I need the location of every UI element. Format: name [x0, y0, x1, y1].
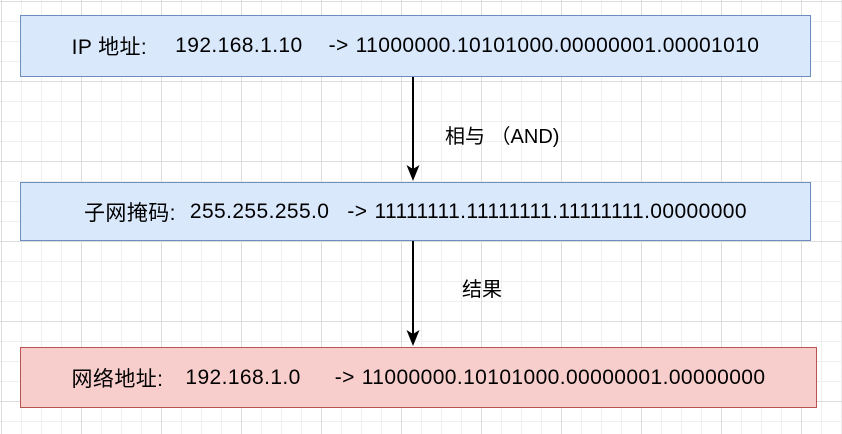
network-address-box: 网络地址: 192.168.1.0 -> 11000000.10101000.0… [20, 347, 817, 408]
subnet-mask-label: 子网掩码: [84, 201, 176, 225]
network-address-binary: 11000000.10101000.00000001.00000000 [361, 365, 766, 389]
ip-address-binary: 11000000.10101000.00000001.00001010 [355, 34, 760, 57]
ip-address-label: IP 地址: [71, 36, 148, 59]
mapping-arrow-text: -> [334, 365, 355, 389]
result-label: 结果 [462, 279, 502, 301]
ip-address-box: IP 地址: 192.168.1.10 -> 11000000.10101000… [20, 15, 811, 77]
mapping-arrow-text: -> [347, 199, 368, 223]
ip-address-decimal: 192.168.1.10 [175, 34, 303, 57]
subnet-mask-box: 子网掩码: 255.255.255.0 -> 11111111.11111111… [20, 182, 811, 241]
arrow-head [406, 165, 420, 181]
mapping-arrow-text: -> [328, 34, 349, 57]
arrow-head [406, 330, 420, 346]
and-operation-label: 相与 （AND) [445, 126, 560, 148]
network-address-label: 网络地址: [71, 367, 164, 391]
subnet-mask-binary: 11111111.11111111.11111111.00000000 [374, 199, 747, 223]
connector-arrow-and [406, 77, 420, 181]
connector-arrow-result [406, 241, 420, 346]
subnet-mask-decimal: 255.255.255.0 [189, 199, 330, 223]
network-address-decimal: 192.168.1.0 [185, 365, 301, 389]
